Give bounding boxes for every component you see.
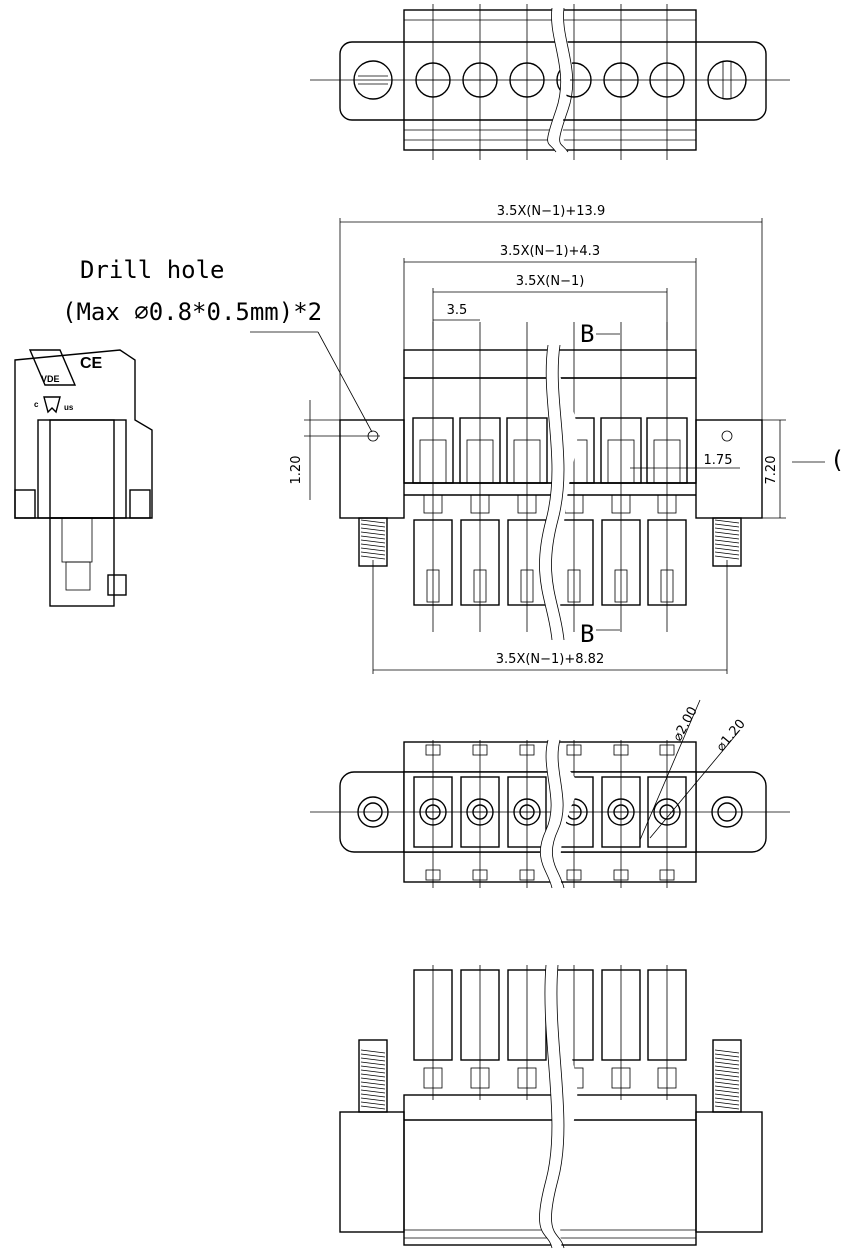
- rear-view: [339, 964, 763, 1249]
- thread-line: [360, 1097, 386, 1102]
- front-view: [339, 322, 763, 641]
- drill-hole-note: Drill hole (Max ⌀0.8*0.5mm)*2: [62, 256, 373, 433]
- thread-line: [360, 1057, 386, 1062]
- thread-line: [714, 539, 740, 544]
- dim-offset-1-20: 1.20: [289, 456, 304, 485]
- dim-offset-1-75: 1.75: [704, 453, 733, 468]
- thread-line: [714, 527, 740, 532]
- thread-line: [360, 519, 386, 524]
- thread-line: [714, 519, 740, 524]
- section-label-top: B: [580, 320, 594, 348]
- thread-line: [360, 1069, 386, 1074]
- thread-line: [714, 1049, 740, 1054]
- thread-line: [360, 1085, 386, 1090]
- note-detail: (Max ⌀0.8*0.5mm)*2: [62, 298, 322, 326]
- thread-line: [360, 527, 386, 532]
- thread-line: [714, 1105, 740, 1110]
- thread-line: [714, 1065, 740, 1070]
- vde-mark: VDE: [41, 374, 60, 384]
- thread-line: [714, 1081, 740, 1086]
- view-cut-marker: (: [830, 446, 841, 474]
- thread-line: [714, 1069, 740, 1074]
- vde-triangle-icon: [28, 349, 77, 386]
- flange-screw-icon: [353, 60, 393, 100]
- thread-line: [714, 1073, 740, 1078]
- thread-line: [714, 535, 740, 540]
- dim-pitch: 3.5: [447, 303, 468, 318]
- bottom-view: ⌀2.00 ⌀1.20: [310, 699, 790, 889]
- thread-line: [714, 1053, 740, 1058]
- thread-line: [360, 1065, 386, 1070]
- thread-line: [360, 1049, 386, 1054]
- thread-line: [360, 551, 386, 556]
- thread-line: [360, 1089, 386, 1094]
- thread-line: [714, 555, 740, 560]
- thread-line: [360, 1061, 386, 1066]
- thread-line: [714, 1057, 740, 1062]
- side-view: VDE CE c us: [14, 349, 153, 607]
- thread-line: [360, 1105, 386, 1110]
- thread-line: [714, 547, 740, 552]
- dim-body-width: 3.5X(N−1)+4.3: [500, 244, 600, 259]
- thread-line: [714, 531, 740, 536]
- thread-line: [714, 1097, 740, 1102]
- thread-line: [714, 543, 740, 548]
- ul-c-mark: c: [34, 400, 39, 409]
- ul-logo-icon: [43, 396, 61, 414]
- thread-line: [360, 547, 386, 552]
- note-title: Drill hole: [80, 256, 225, 284]
- thread-line: [360, 531, 386, 536]
- thread-line: [360, 539, 386, 544]
- thread-line: [360, 535, 386, 540]
- thread-line: [714, 1061, 740, 1066]
- thread-line: [360, 1081, 386, 1086]
- top-view: [310, 4, 790, 160]
- thread-line: [714, 1085, 740, 1090]
- thread-line: [360, 523, 386, 528]
- section-label-bottom: B: [580, 620, 594, 648]
- thread-line: [714, 1101, 740, 1106]
- dim-overall-width: 3.5X(N−1)+13.9: [497, 204, 605, 219]
- thread-line: [714, 551, 740, 556]
- thread-line: [714, 523, 740, 528]
- ce-mark: CE: [80, 355, 103, 372]
- thread-line: [360, 1077, 386, 1082]
- thread-line: [714, 1089, 740, 1094]
- dimension-lines: 3.5X(N−1)+13.9 3.5X(N−1)+4.3 3.5X(N−1) 3…: [289, 204, 841, 674]
- dim-hole-1-2: ⌀1.20: [714, 717, 749, 755]
- dim-pitch-span: 3.5X(N−1): [516, 274, 585, 289]
- flange-screw-icon: [707, 60, 747, 100]
- thread-line: [360, 1053, 386, 1058]
- thread-line: [360, 1101, 386, 1106]
- thread-line: [360, 555, 386, 560]
- thread-line: [360, 1093, 386, 1098]
- thread-line: [360, 543, 386, 548]
- thread-line: [714, 1077, 740, 1082]
- thread-line: [714, 1093, 740, 1098]
- thread-line: [360, 1073, 386, 1078]
- ul-us-mark: us: [64, 403, 74, 412]
- dim-height: 7.20: [764, 456, 779, 485]
- dim-flange-width: 3.5X(N−1)+8.82: [496, 652, 604, 667]
- dim-hole-2: ⌀2.00: [670, 704, 701, 744]
